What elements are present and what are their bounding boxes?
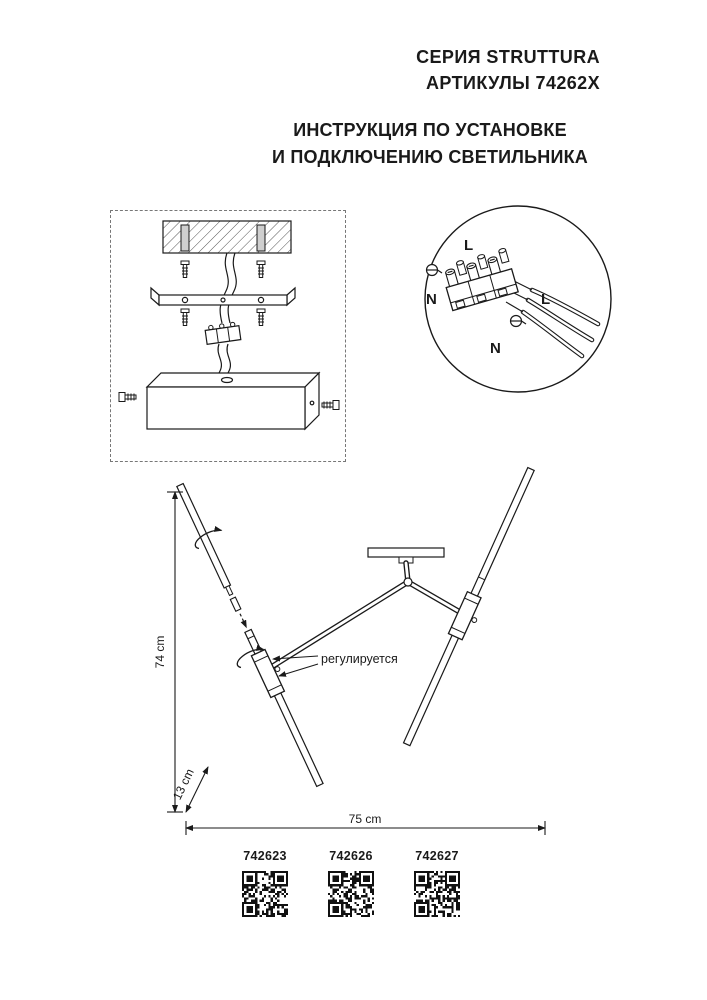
dimension-offset xyxy=(185,766,209,813)
insert-arrow-icon xyxy=(239,613,247,629)
slider-bracket-left xyxy=(250,648,286,699)
screw-icon xyxy=(256,308,266,326)
ground-screw-icon xyxy=(425,263,443,277)
slider-bracket-right xyxy=(447,590,482,641)
label-n-bottom: N xyxy=(490,340,501,357)
screw-icon xyxy=(256,260,266,278)
article-column: 742627 xyxy=(394,849,480,922)
screw-icon xyxy=(321,400,340,410)
mounting-diagram xyxy=(118,220,340,431)
screw-icon xyxy=(180,260,190,278)
instruction-title: ИНСТРУКЦИЯ ПО УСТАНОВКЕ И ПОДКЛЮЧЕНИЮ СВ… xyxy=(230,117,630,171)
article-column: 742626 xyxy=(308,849,394,922)
label-l-top: L xyxy=(464,237,473,254)
mounting-bracket xyxy=(150,286,296,307)
ground-screw-icon xyxy=(509,314,527,328)
dimension-width-label: 75 cm xyxy=(349,812,382,826)
title-line-1: ИНСТРУКЦИЯ ПО УСТАНОВКЕ xyxy=(293,120,567,140)
wires xyxy=(505,280,601,359)
dimension-offset-label: 13 cm xyxy=(170,766,197,802)
header-block: СЕРИЯ STRUTTURA АРТИКУЛЫ 74262X xyxy=(416,44,600,96)
qr-code xyxy=(327,871,375,918)
article-list: 742623 742626 742627 xyxy=(222,849,480,922)
screw-icon xyxy=(118,392,137,402)
fixture-assembly-diagram: регулируется 74 cm 13 cm 75 cm xyxy=(153,466,546,835)
article-number: 742626 xyxy=(329,849,373,863)
dimension-height xyxy=(167,491,183,813)
support-arms xyxy=(270,560,468,669)
series-label: СЕРИЯ STRUTTURA xyxy=(416,47,600,67)
terminal-block-small xyxy=(204,321,242,345)
qr-code xyxy=(413,871,461,918)
tube-left xyxy=(176,482,324,788)
wiring-detail: L N L N xyxy=(424,205,612,393)
ceiling-plate xyxy=(367,547,445,558)
article-number: 742627 xyxy=(415,849,459,863)
adjust-label: регулируется xyxy=(321,652,398,666)
label-l-right: L xyxy=(541,291,550,308)
supply-wires xyxy=(219,252,237,324)
fixture-housing xyxy=(145,371,321,431)
adjust-arrow-icon xyxy=(272,655,319,662)
articles-label: АРТИКУЛЫ 74262X xyxy=(426,73,600,93)
qr-code xyxy=(241,871,289,918)
mounting-diagram-box xyxy=(110,210,346,462)
title-line-2: И ПОДКЛЮЧЕНИЮ СВЕТИЛЬНИКА xyxy=(272,147,588,167)
dimension-height-label: 74 cm xyxy=(153,636,167,669)
adjust-arrow-icon xyxy=(278,663,319,677)
screw-icon xyxy=(180,308,190,326)
arm-hub xyxy=(403,577,413,587)
rotation-arrow-icon xyxy=(236,644,265,669)
wall-anchor xyxy=(180,224,190,252)
rotation-arrow-icon xyxy=(194,525,223,550)
wall-anchor xyxy=(256,224,266,252)
tube-connector xyxy=(229,596,242,612)
label-n-left: N xyxy=(426,291,437,308)
dimension-width xyxy=(185,821,546,835)
terminal-strip xyxy=(445,248,519,312)
article-number: 742623 xyxy=(243,849,287,863)
article-column: 742623 xyxy=(222,849,308,922)
